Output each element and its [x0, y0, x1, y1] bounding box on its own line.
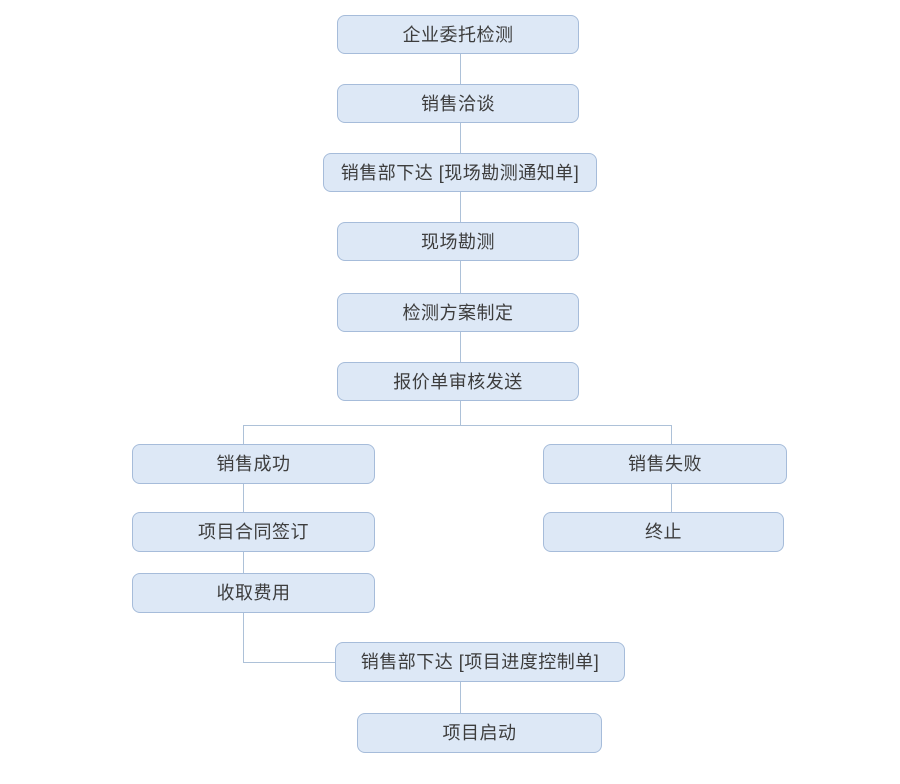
connector-line [460, 261, 461, 293]
node-sales-success: 销售成功 [132, 444, 375, 484]
connector-line [460, 54, 461, 84]
node-survey-notice: 销售部下达 [现场勘测通知单] [323, 153, 597, 192]
connector-line [671, 484, 672, 512]
node-fee-collection: 收取费用 [132, 573, 375, 613]
node-project-launch: 项目启动 [357, 713, 602, 753]
node-site-survey: 现场勘测 [337, 222, 579, 261]
connector-line [243, 425, 244, 444]
node-test-plan: 检测方案制定 [337, 293, 579, 332]
connector-line [243, 552, 244, 573]
node-contract-signing: 项目合同签订 [132, 512, 375, 552]
node-terminate: 终止 [543, 512, 784, 552]
connector-line [671, 425, 672, 444]
connector-line [243, 484, 244, 512]
node-sales-failure: 销售失败 [543, 444, 787, 484]
node-enterprise-commission: 企业委托检测 [337, 15, 579, 54]
node-quotation-review: 报价单审核发送 [337, 362, 579, 401]
connector-line [460, 401, 461, 425]
node-progress-control: 销售部下达 [项目进度控制单] [335, 642, 625, 682]
connector-line [243, 425, 672, 426]
connector-line [243, 662, 335, 663]
connector-line [460, 332, 461, 362]
node-sales-negotiation: 销售洽谈 [337, 84, 579, 123]
connector-line [460, 682, 461, 713]
connector-line [460, 192, 461, 222]
connector-line [243, 613, 244, 663]
connector-line [460, 123, 461, 153]
